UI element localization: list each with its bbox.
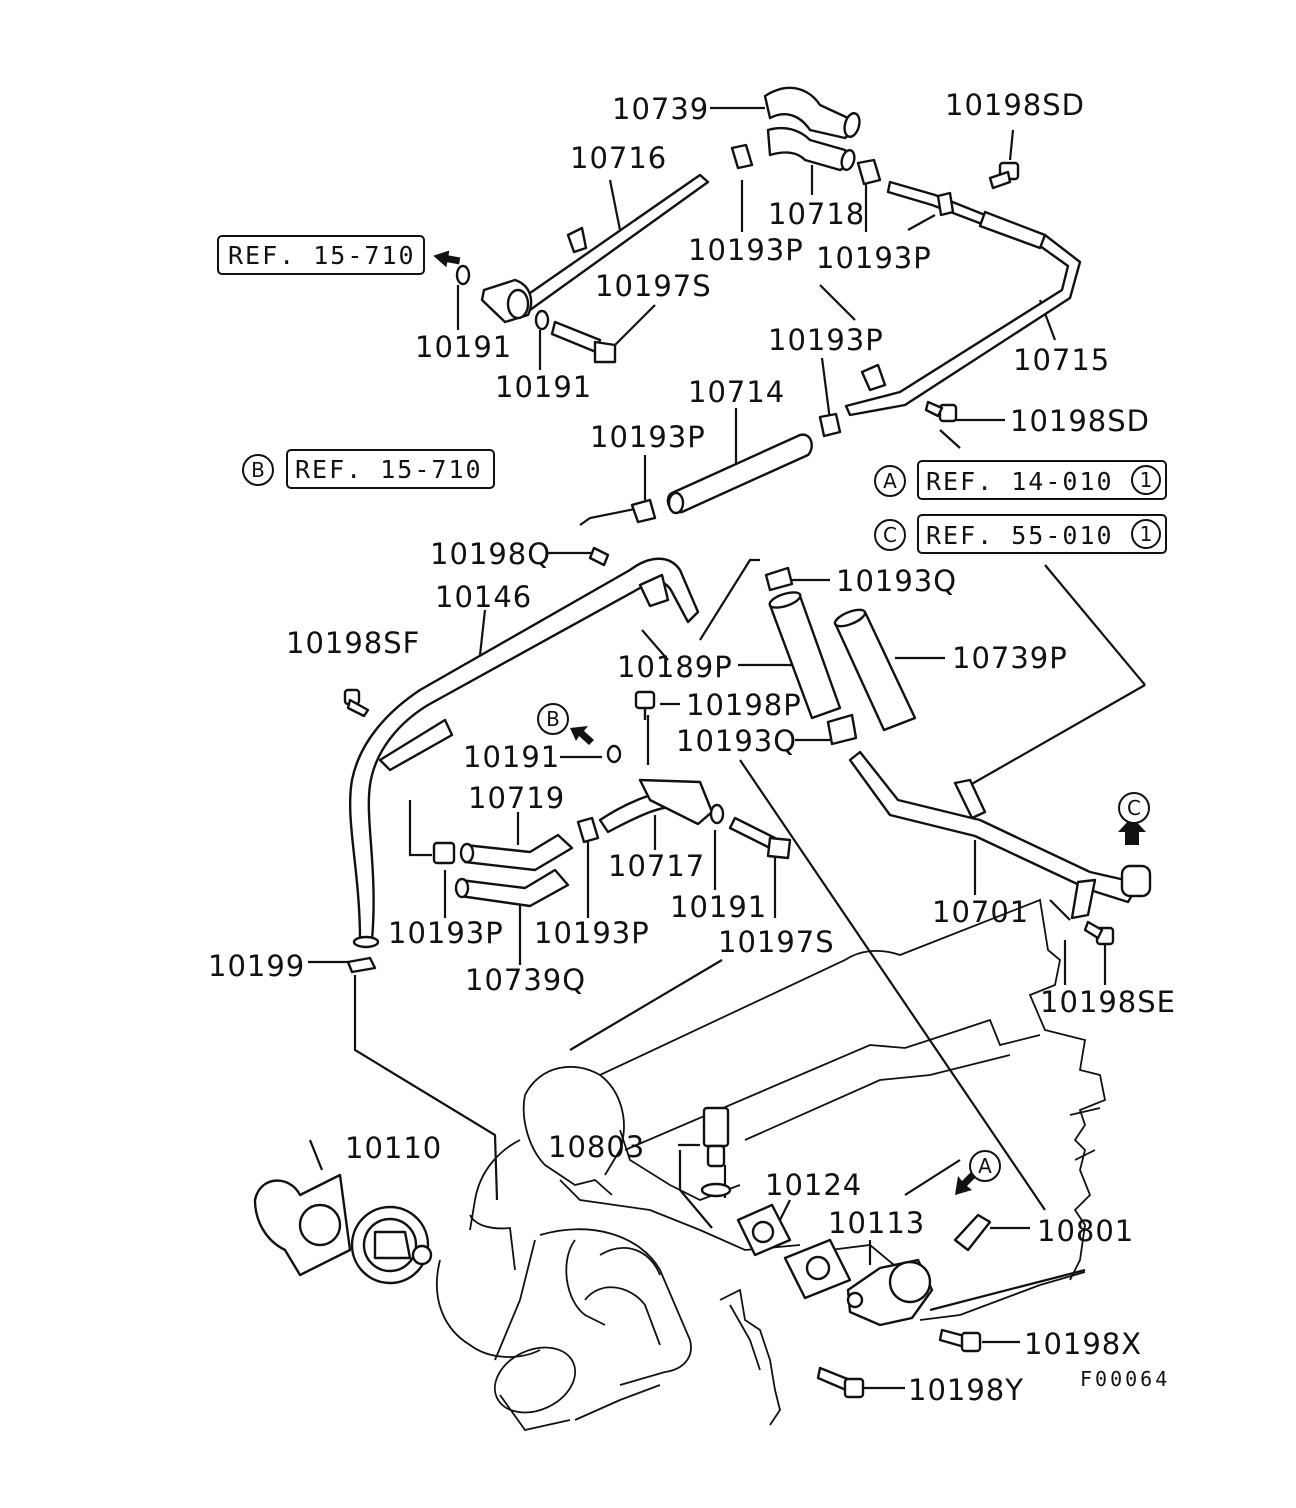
label-10193P[interactable]: 10193P	[816, 241, 932, 275]
label-10146[interactable]: 10146	[435, 580, 532, 614]
svg-text:C: C	[1127, 796, 1141, 820]
marker-c-label: C	[883, 523, 897, 547]
ref-box-15-710-b[interactable]: B REF. 15-710	[242, 449, 495, 489]
part-10717-pipe[interactable]	[598, 778, 714, 834]
label-10739P[interactable]: 10739P	[952, 641, 1068, 675]
marker-a-label: A	[883, 469, 897, 493]
marker-b-arrow: B	[537, 703, 569, 735]
part-10739Q-hose[interactable]	[454, 868, 570, 908]
part-10198Y-bolt[interactable]	[816, 1366, 865, 1399]
label-10198X[interactable]: 10198X	[1024, 1327, 1142, 1361]
sheet-number: 1	[1140, 468, 1153, 492]
engine-block	[436, 898, 1107, 1432]
label-10191[interactable]: 10191	[415, 330, 512, 364]
label-10739Q[interactable]: 10739Q	[465, 963, 586, 997]
part-10718-hose[interactable]	[766, 126, 856, 172]
label-10191[interactable]: 10191	[463, 740, 560, 774]
label-10193P[interactable]: 10193P	[534, 916, 650, 950]
label-10199[interactable]: 10199	[208, 949, 305, 983]
part-10714-hose[interactable]	[666, 433, 813, 515]
ref-box-55-010[interactable]: C REF. 55-010 1	[874, 514, 1167, 554]
part-10189P-hose[interactable]	[768, 589, 842, 720]
part-10198X-bolt[interactable]	[938, 1328, 982, 1353]
part-10124-gasket[interactable]	[736, 1203, 852, 1300]
label-10193Q-top[interactable]: 10193Q	[836, 564, 957, 598]
part-10113-water-inlet[interactable]	[846, 1258, 934, 1327]
label-10113[interactable]: 10113	[828, 1206, 925, 1240]
label-10193P[interactable]: 10193P	[388, 916, 504, 950]
part-10719-hose[interactable]	[459, 833, 574, 872]
label-10193P[interactable]: 10193P	[590, 420, 706, 454]
small-parts[interactable]	[343, 143, 1115, 974]
marker-c-arrow: C	[1118, 792, 1150, 824]
label-10198SD-top[interactable]: 10198SD	[945, 88, 1085, 122]
sheet-number: 1	[1140, 522, 1153, 546]
label-10739[interactable]: 10739	[612, 92, 709, 126]
label-10191[interactable]: 10191	[670, 890, 767, 924]
leader-lines	[308, 106, 1146, 1390]
figure-code: F00064	[1080, 1367, 1170, 1391]
svg-text:A: A	[978, 1154, 992, 1178]
label-10193Q-bottom[interactable]: 10193Q	[676, 724, 797, 758]
label-10714[interactable]: 10714	[688, 375, 785, 409]
part-10801-sensor[interactable]	[953, 1213, 992, 1252]
part-labels: 10739 10716 10718 10198SD 10193P 10193P …	[208, 88, 1176, 1407]
marker-b-label: B	[251, 458, 265, 482]
label-10801[interactable]: 10801	[1037, 1214, 1134, 1248]
label-10197S-bottom[interactable]: 10197S	[718, 925, 835, 959]
label-10719[interactable]: 10719	[468, 781, 565, 815]
ref-text: REF. 55-010	[926, 521, 1114, 550]
label-10716[interactable]: 10716	[570, 141, 667, 175]
label-10110[interactable]: 10110	[345, 1131, 442, 1165]
part-10739P-hose[interactable]	[833, 606, 917, 732]
flow-arrows	[433, 250, 1146, 1195]
marker-a-arrow: A	[969, 1150, 1001, 1182]
label-10198SF[interactable]: 10198SF	[286, 626, 420, 660]
part-banjo-fitting[interactable]	[480, 278, 533, 324]
svg-text:B: B	[546, 707, 560, 731]
ref-text: REF. 14-010	[926, 467, 1114, 496]
part-10110-thermostat[interactable]	[350, 1205, 433, 1285]
label-10191[interactable]: 10191	[495, 370, 592, 404]
label-10198SE[interactable]: 10198SE	[1040, 985, 1176, 1019]
label-10715[interactable]: 10715	[1013, 343, 1110, 377]
label-10717[interactable]: 10717	[608, 849, 705, 883]
label-10198SD-mid[interactable]: 10198SD	[1010, 404, 1150, 438]
label-10193P[interactable]: 10193P	[688, 233, 804, 267]
label-10701[interactable]: 10701	[932, 895, 1029, 929]
part-10803-sensor[interactable]	[700, 1106, 732, 1198]
ref-text: REF. 15-710	[228, 241, 416, 270]
part-10197S-bolt-bottom[interactable]	[728, 816, 792, 860]
label-10718[interactable]: 10718	[768, 197, 865, 231]
part-10715-pipe[interactable]	[844, 180, 1082, 417]
label-10124[interactable]: 10124	[765, 1168, 862, 1202]
label-10803[interactable]: 10803	[548, 1130, 645, 1164]
part-10197S-bolt-top[interactable]	[550, 320, 617, 364]
label-10198Y[interactable]: 10198Y	[908, 1373, 1024, 1407]
label-10198P[interactable]: 10198P	[686, 688, 802, 722]
label-10197S-top[interactable]: 10197S	[595, 269, 712, 303]
ref-box-15-710-top[interactable]: REF. 15-710	[217, 235, 425, 275]
label-10198Q[interactable]: 10198Q	[430, 537, 551, 571]
label-10193P[interactable]: 10193P	[768, 323, 884, 357]
part-10701-pipe[interactable]	[848, 750, 1152, 920]
part-water-outlet-fitting	[253, 1173, 352, 1277]
part-10146-pipe[interactable]	[348, 557, 700, 949]
part-10739-hose[interactable]	[763, 86, 862, 140]
label-10189P[interactable]: 10189P	[617, 650, 733, 684]
ref-box-14-010[interactable]: A REF. 14-010 1	[874, 460, 1167, 500]
ref-text: REF. 15-710	[295, 455, 483, 484]
